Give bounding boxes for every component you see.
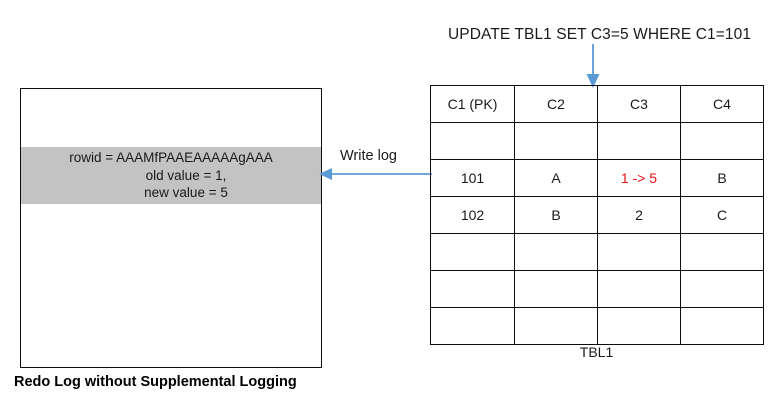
redo-entry-old-value: old value = 1, — [145, 167, 227, 183]
write-log-label: Write log — [340, 148, 397, 164]
redo-log-entry: rowid = AAAMfPAAEAAAAAgAAA old value = 1… — [21, 147, 321, 204]
table-cell — [680, 122, 764, 160]
table-cell — [514, 122, 598, 160]
table-header-cell: C4 — [680, 85, 764, 123]
table-cell — [680, 307, 764, 345]
table-header-cell: C2 — [514, 85, 598, 123]
table-header-cell: C3 — [597, 85, 681, 123]
table-cell: B — [514, 196, 598, 234]
write-log-arrow-icon — [319, 168, 432, 180]
table-cell — [514, 233, 598, 271]
table-caption: TBL1 — [579, 344, 614, 360]
table-cell — [597, 307, 681, 345]
table-cell: 2 — [597, 196, 681, 234]
data-table-tbl1: C1 (PK) C2 C3 C4 101 A 1 -> 5 B 102 B 2 … — [430, 85, 764, 345]
redo-entry-new-value: new value = 5 — [144, 185, 228, 201]
table-cell: 101 — [430, 159, 515, 197]
table-cell: C — [680, 196, 764, 234]
redo-log-box: rowid = AAAMfPAAEAAAAAgAAA old value = 1… — [20, 88, 322, 368]
table-cell-changed-value: 1 -> 5 — [597, 159, 681, 197]
table-header-cell: C1 (PK) — [430, 85, 515, 123]
redo-log-caption: Redo Log without Supplemental Logging — [14, 374, 297, 390]
table-cell — [430, 233, 515, 271]
table-cell — [680, 270, 764, 308]
table-row: 101 A 1 -> 5 B — [430, 159, 764, 197]
table-header-row: C1 (PK) C2 C3 C4 — [430, 85, 764, 123]
table-cell — [680, 233, 764, 271]
table-cell — [597, 233, 681, 271]
table-row — [430, 122, 764, 160]
table-cell: B — [680, 159, 764, 197]
table-cell: A — [514, 159, 598, 197]
table-cell — [430, 307, 515, 345]
table-cell: 102 — [430, 196, 515, 234]
table-row — [430, 270, 764, 308]
redo-entry-rowid: rowid = AAAMfPAAEAAAAAgAAA — [69, 149, 273, 165]
table-row — [430, 307, 764, 345]
table-cell — [514, 270, 598, 308]
sql-to-table-arrow-icon — [586, 44, 600, 88]
table-cell — [597, 122, 681, 160]
table-cell — [597, 270, 681, 308]
sql-statement-text: UPDATE TBL1 SET C3=5 WHERE C1=101 — [448, 26, 752, 43]
table-cell — [430, 122, 515, 160]
table-cell — [514, 307, 598, 345]
table-cell — [430, 270, 515, 308]
table-row — [430, 233, 764, 271]
table-row: 102 B 2 C — [430, 196, 764, 234]
